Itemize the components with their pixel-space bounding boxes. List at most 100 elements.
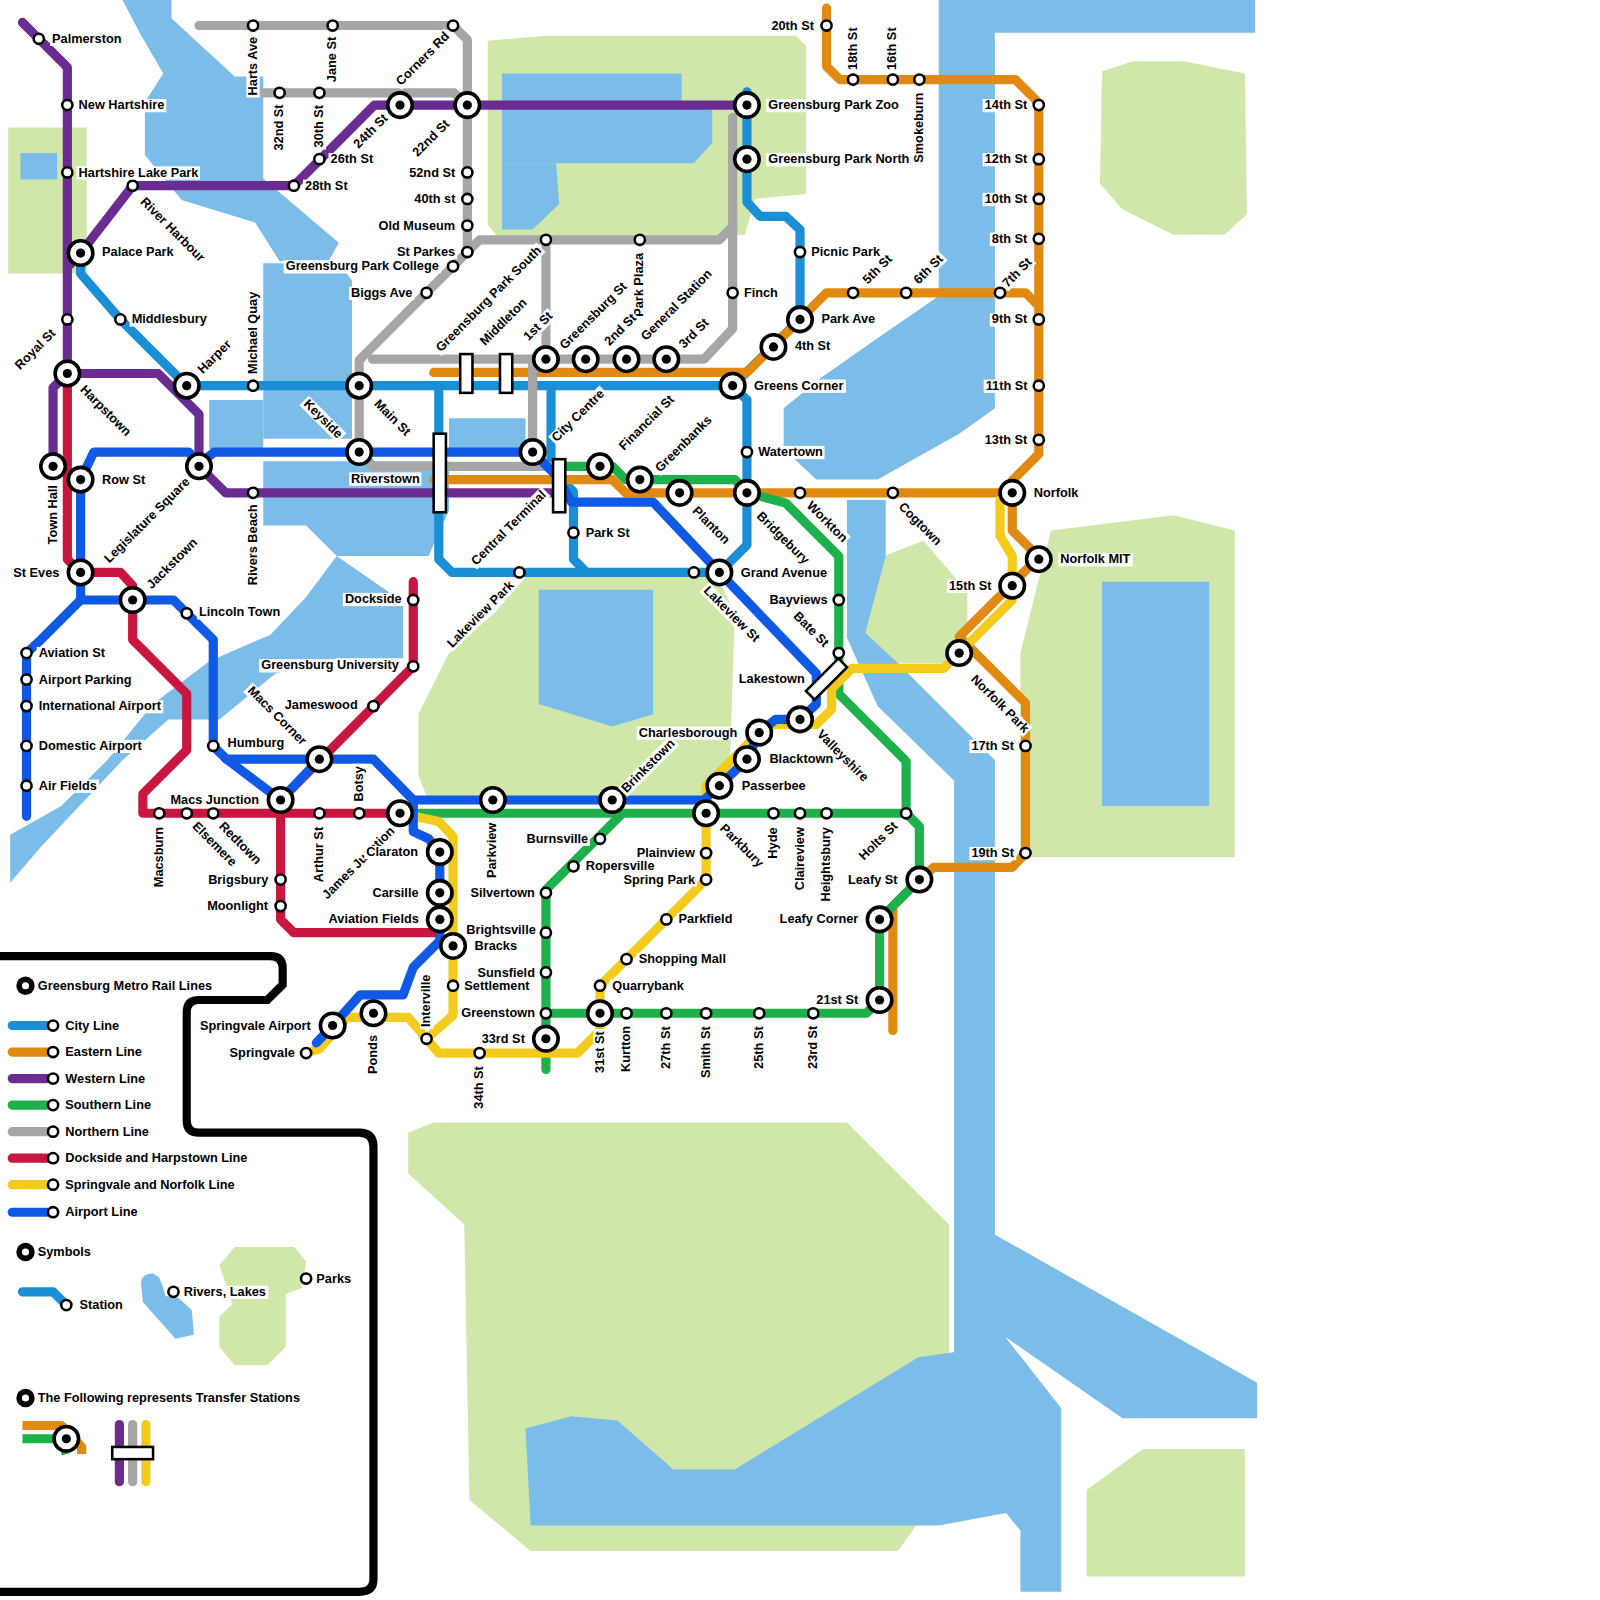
station-marker (62, 100, 72, 110)
station-marker (1034, 194, 1044, 204)
transfer-station-dot (76, 475, 85, 484)
transfer-station-marker (747, 720, 771, 744)
legend-icon (16, 1389, 34, 1407)
transfer-station-dot (755, 728, 764, 737)
station-label: New Hartshire (77, 98, 167, 111)
stations (21, 20, 1051, 1058)
station-label: Greens Corner (752, 379, 845, 392)
transfer-station-marker (588, 1001, 612, 1025)
transfer-station-marker (947, 641, 971, 665)
transfer-station-marker (388, 93, 412, 117)
transfer-sample-bar (112, 1447, 153, 1459)
station-marker (1034, 314, 1044, 324)
legend-heading: The Following represents Transfer Statio… (36, 1391, 302, 1404)
station-marker (541, 1008, 551, 1018)
station-label: Arthur St (313, 824, 326, 883)
station-label: Town Hall (46, 483, 59, 546)
station-marker (914, 74, 924, 84)
transfer-station-marker (481, 788, 505, 812)
station-label: Finch (742, 286, 780, 299)
legend-swatch (12, 1208, 47, 1217)
transfer-bar (806, 659, 847, 700)
transfer-station-marker (68, 560, 92, 584)
station-marker (661, 914, 671, 924)
station-marker (21, 674, 31, 684)
station-label: 17th St (969, 739, 1016, 752)
station-label: Riverstown (349, 472, 422, 485)
station-label: 18th St (846, 25, 859, 72)
station-marker (635, 235, 645, 245)
metro-line (81, 452, 817, 800)
station-label: 34th St (473, 1064, 486, 1111)
metro-line (541, 240, 550, 359)
transfer-station-dot (728, 381, 737, 390)
station-label: Springvale Airport (198, 1019, 313, 1032)
transfer-station-marker (788, 707, 812, 731)
station-label: Heightsbury (820, 825, 833, 904)
park (1100, 61, 1247, 234)
station-marker (995, 288, 1005, 298)
station-label: 12th St (983, 153, 1030, 166)
station-marker (1034, 381, 1044, 391)
transfer-station-dot (581, 355, 590, 364)
water (1102, 582, 1209, 806)
station-label: 52nd St (407, 166, 457, 179)
legend-label: Rivers, Lakes (182, 1285, 268, 1298)
transfer-station-marker (347, 440, 371, 464)
station-marker (888, 488, 898, 498)
station-marker (1034, 100, 1044, 110)
station-label: Lakestown (737, 672, 807, 685)
station-label: Holts St (855, 818, 901, 864)
station-marker (462, 247, 472, 257)
station-label: Norfolk MIT (1058, 553, 1132, 566)
station-label: Old Museum (377, 219, 458, 232)
transfer-station-dot (795, 715, 804, 724)
transfer-station-dot (635, 475, 644, 484)
station-label: Humburg (226, 736, 287, 749)
station-label: Picnic Park (809, 245, 882, 258)
station-marker (62, 314, 72, 324)
transfer-station-dot (76, 568, 85, 577)
transfer-station-dot (595, 462, 604, 471)
station-marker (768, 808, 778, 818)
legend-icon (16, 977, 34, 995)
station-marker (462, 194, 472, 204)
legend-icon (22, 982, 29, 989)
legend-swatch (12, 1047, 47, 1056)
station-label: Watertown (756, 445, 825, 458)
station-label: Grand Avenue (739, 566, 829, 579)
station-label: Spring Park (621, 873, 697, 886)
station-marker (541, 928, 551, 938)
station-marker (701, 874, 711, 884)
station-label: 13th St (983, 433, 1030, 446)
station-label: Domestic Airport (37, 739, 144, 752)
station-marker (462, 167, 472, 177)
transfer-station-dot (435, 888, 444, 897)
transfer-station-dot (528, 447, 537, 456)
station-marker (808, 1008, 818, 1018)
station-marker (21, 781, 31, 791)
transfer-station-dot (622, 355, 631, 364)
transfer-station-dot (875, 995, 884, 1004)
transfer-station-marker (55, 361, 79, 385)
station-label: St Parkes (395, 245, 457, 258)
metro-line (316, 800, 439, 1043)
station-label: Moonlight (205, 899, 270, 912)
transfer-station-marker (187, 454, 211, 478)
station-label: Greenstown (459, 1007, 537, 1020)
station-marker (182, 608, 192, 618)
transfer-station-dot (875, 915, 884, 924)
station-label: Carsille (370, 886, 420, 899)
transfer-station-dot (194, 462, 203, 471)
transfer-station-dot (742, 755, 751, 764)
transfer-station-dot (715, 781, 724, 790)
station-label: 21st St (814, 993, 860, 1006)
station-label: 23rd St (807, 1023, 820, 1070)
station-label: 2nd St (601, 309, 641, 349)
station-marker (368, 701, 378, 711)
legend-icon (22, 1248, 29, 1255)
station-label: Air Fields (37, 779, 99, 792)
station-marker (408, 661, 418, 671)
station-marker (689, 567, 699, 577)
